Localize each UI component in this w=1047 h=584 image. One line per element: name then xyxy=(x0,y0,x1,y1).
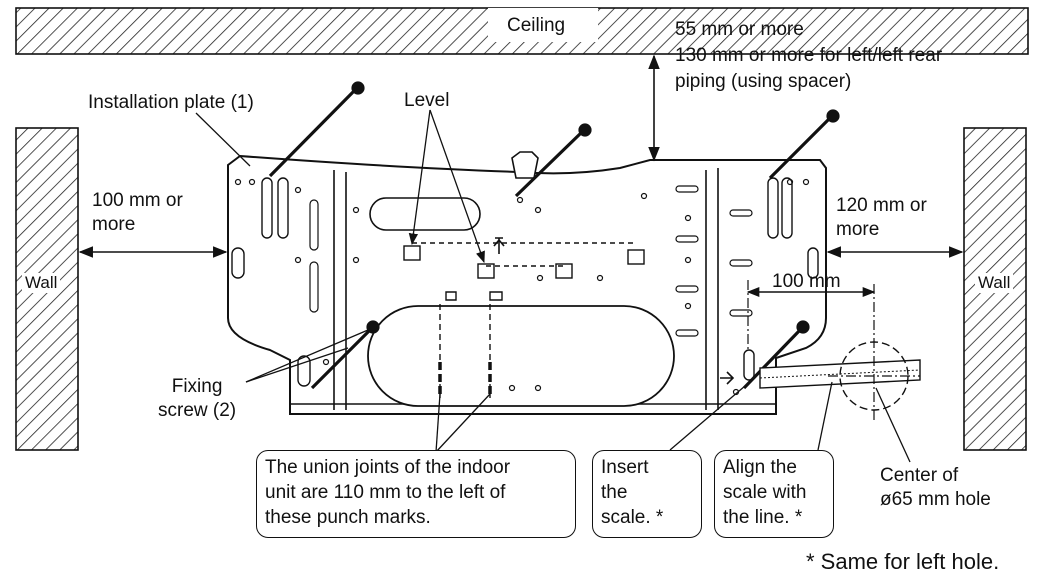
scale-distance-label: 100 mm xyxy=(772,271,841,292)
insert-scale-callout: Insert the scale. * xyxy=(592,450,702,538)
wall-left-label: Wall xyxy=(22,273,61,293)
top-clearance-label-3: piping (using spacer) xyxy=(675,71,851,92)
top-clearance-label-1: 55 mm or more xyxy=(675,19,804,40)
top-clearance-label-2: 130 mm or more for left/left rear xyxy=(675,45,943,66)
level-marks xyxy=(403,245,645,279)
screw-icons xyxy=(268,81,840,390)
level-label: Level xyxy=(404,90,449,111)
fixing-screw-label: Fixing screw (2) xyxy=(158,376,237,421)
installation-plate-label: Installation plate (1) xyxy=(88,92,254,113)
union-joints-callout: The union joints of the indoor unit are … xyxy=(256,450,576,538)
align-scale-callout: Align the scale with the line. * xyxy=(714,450,834,538)
left-clearance-label: 100 mm or more xyxy=(92,190,183,235)
ceiling-label: Ceiling xyxy=(507,15,565,36)
wall-right-label: Wall xyxy=(975,273,1014,293)
footnote: * Same for left hole. xyxy=(806,549,1000,574)
plate-large-opening xyxy=(367,305,675,407)
center-hole-label: Center of ø65 mm hole xyxy=(880,465,991,510)
right-clearance-label: 120 mm or more xyxy=(836,195,927,240)
